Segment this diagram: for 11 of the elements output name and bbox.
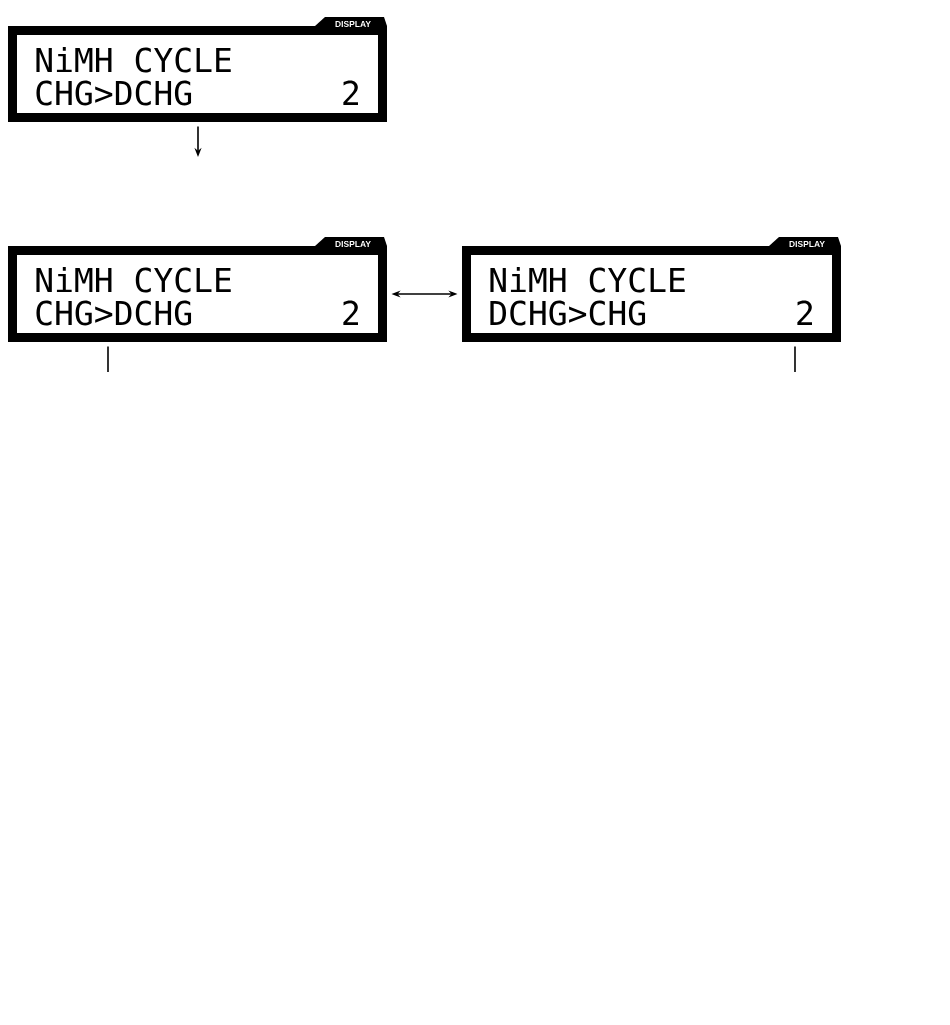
display-value: 2 [343, 300, 358, 325]
display-text: CHG>DCHG [36, 300, 192, 326]
display-text: CHG>DCHG [36, 80, 192, 106]
display-text: NiMH CYCLE [36, 266, 231, 293]
display-value: 2 [797, 300, 812, 325]
display-text: NiMH CYCLE [36, 46, 231, 73]
display-value: 2 [343, 80, 358, 105]
display-text: DCHG>CHG [490, 300, 646, 326]
line [794, 345, 796, 373]
line [107, 345, 109, 373]
display-text: NiMH CYCLE [490, 266, 685, 293]
